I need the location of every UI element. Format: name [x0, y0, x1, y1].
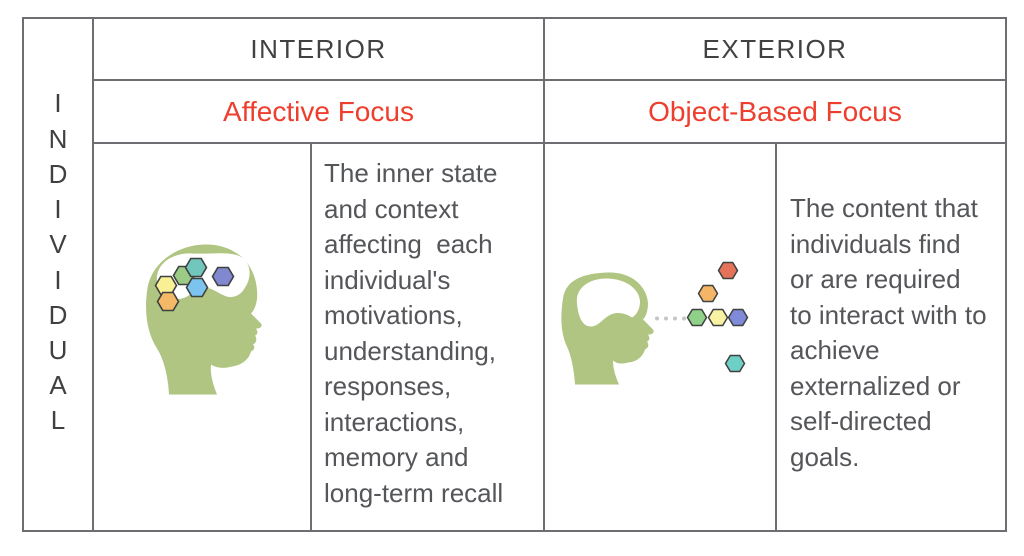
column-header-interior-label: INTERIOR — [250, 33, 387, 64]
head-with-hexagons-outside-icon — [561, 261, 749, 385]
external-hexagon-group — [686, 261, 749, 373]
hexagon-green — [686, 308, 708, 327]
hexagon-purple — [211, 266, 235, 287]
object-based-focus-cell: Object-Based Focus — [545, 81, 1005, 142]
interior-illustration-cell — [94, 144, 310, 530]
affective-focus-cell: Affective Focus — [94, 81, 543, 142]
exterior-description: The content that individuals find or are… — [777, 144, 1005, 530]
brain-area — [156, 253, 250, 300]
hexagon-red — [717, 261, 739, 280]
row-header-individual: I N D I V I D U A L — [24, 19, 92, 530]
object-based-focus-label: Object-Based Focus — [648, 95, 902, 127]
affective-focus-label: Affective Focus — [223, 95, 414, 127]
hexagon-purple — [727, 308, 749, 327]
head-with-hexagons-in-brain-icon — [146, 244, 262, 395]
quadrant-table: I N D I V I D U A L INTERIOR EXTERIOR Af… — [22, 17, 1007, 532]
hexagon-blue — [185, 277, 209, 298]
empty-brain-area — [576, 278, 640, 327]
column-header-interior: INTERIOR — [94, 19, 543, 79]
hexagon-teal — [184, 257, 208, 278]
column-header-exterior-label: EXTERIOR — [702, 33, 848, 64]
hexagon-orange — [697, 284, 719, 303]
brain-hexagon-cluster — [154, 257, 235, 312]
row-header-individual-label: I N D I V I D U A L — [48, 88, 68, 436]
hexagon-yellow — [707, 308, 729, 327]
exterior-illustration-cell — [545, 144, 775, 530]
hexagon-teal — [724, 354, 746, 373]
column-header-exterior: EXTERIOR — [545, 19, 1005, 79]
hexagon-orange — [156, 291, 180, 312]
dotted-gaze-line — [655, 316, 686, 321]
interior-description: The inner state and context affecting ea… — [312, 144, 543, 530]
